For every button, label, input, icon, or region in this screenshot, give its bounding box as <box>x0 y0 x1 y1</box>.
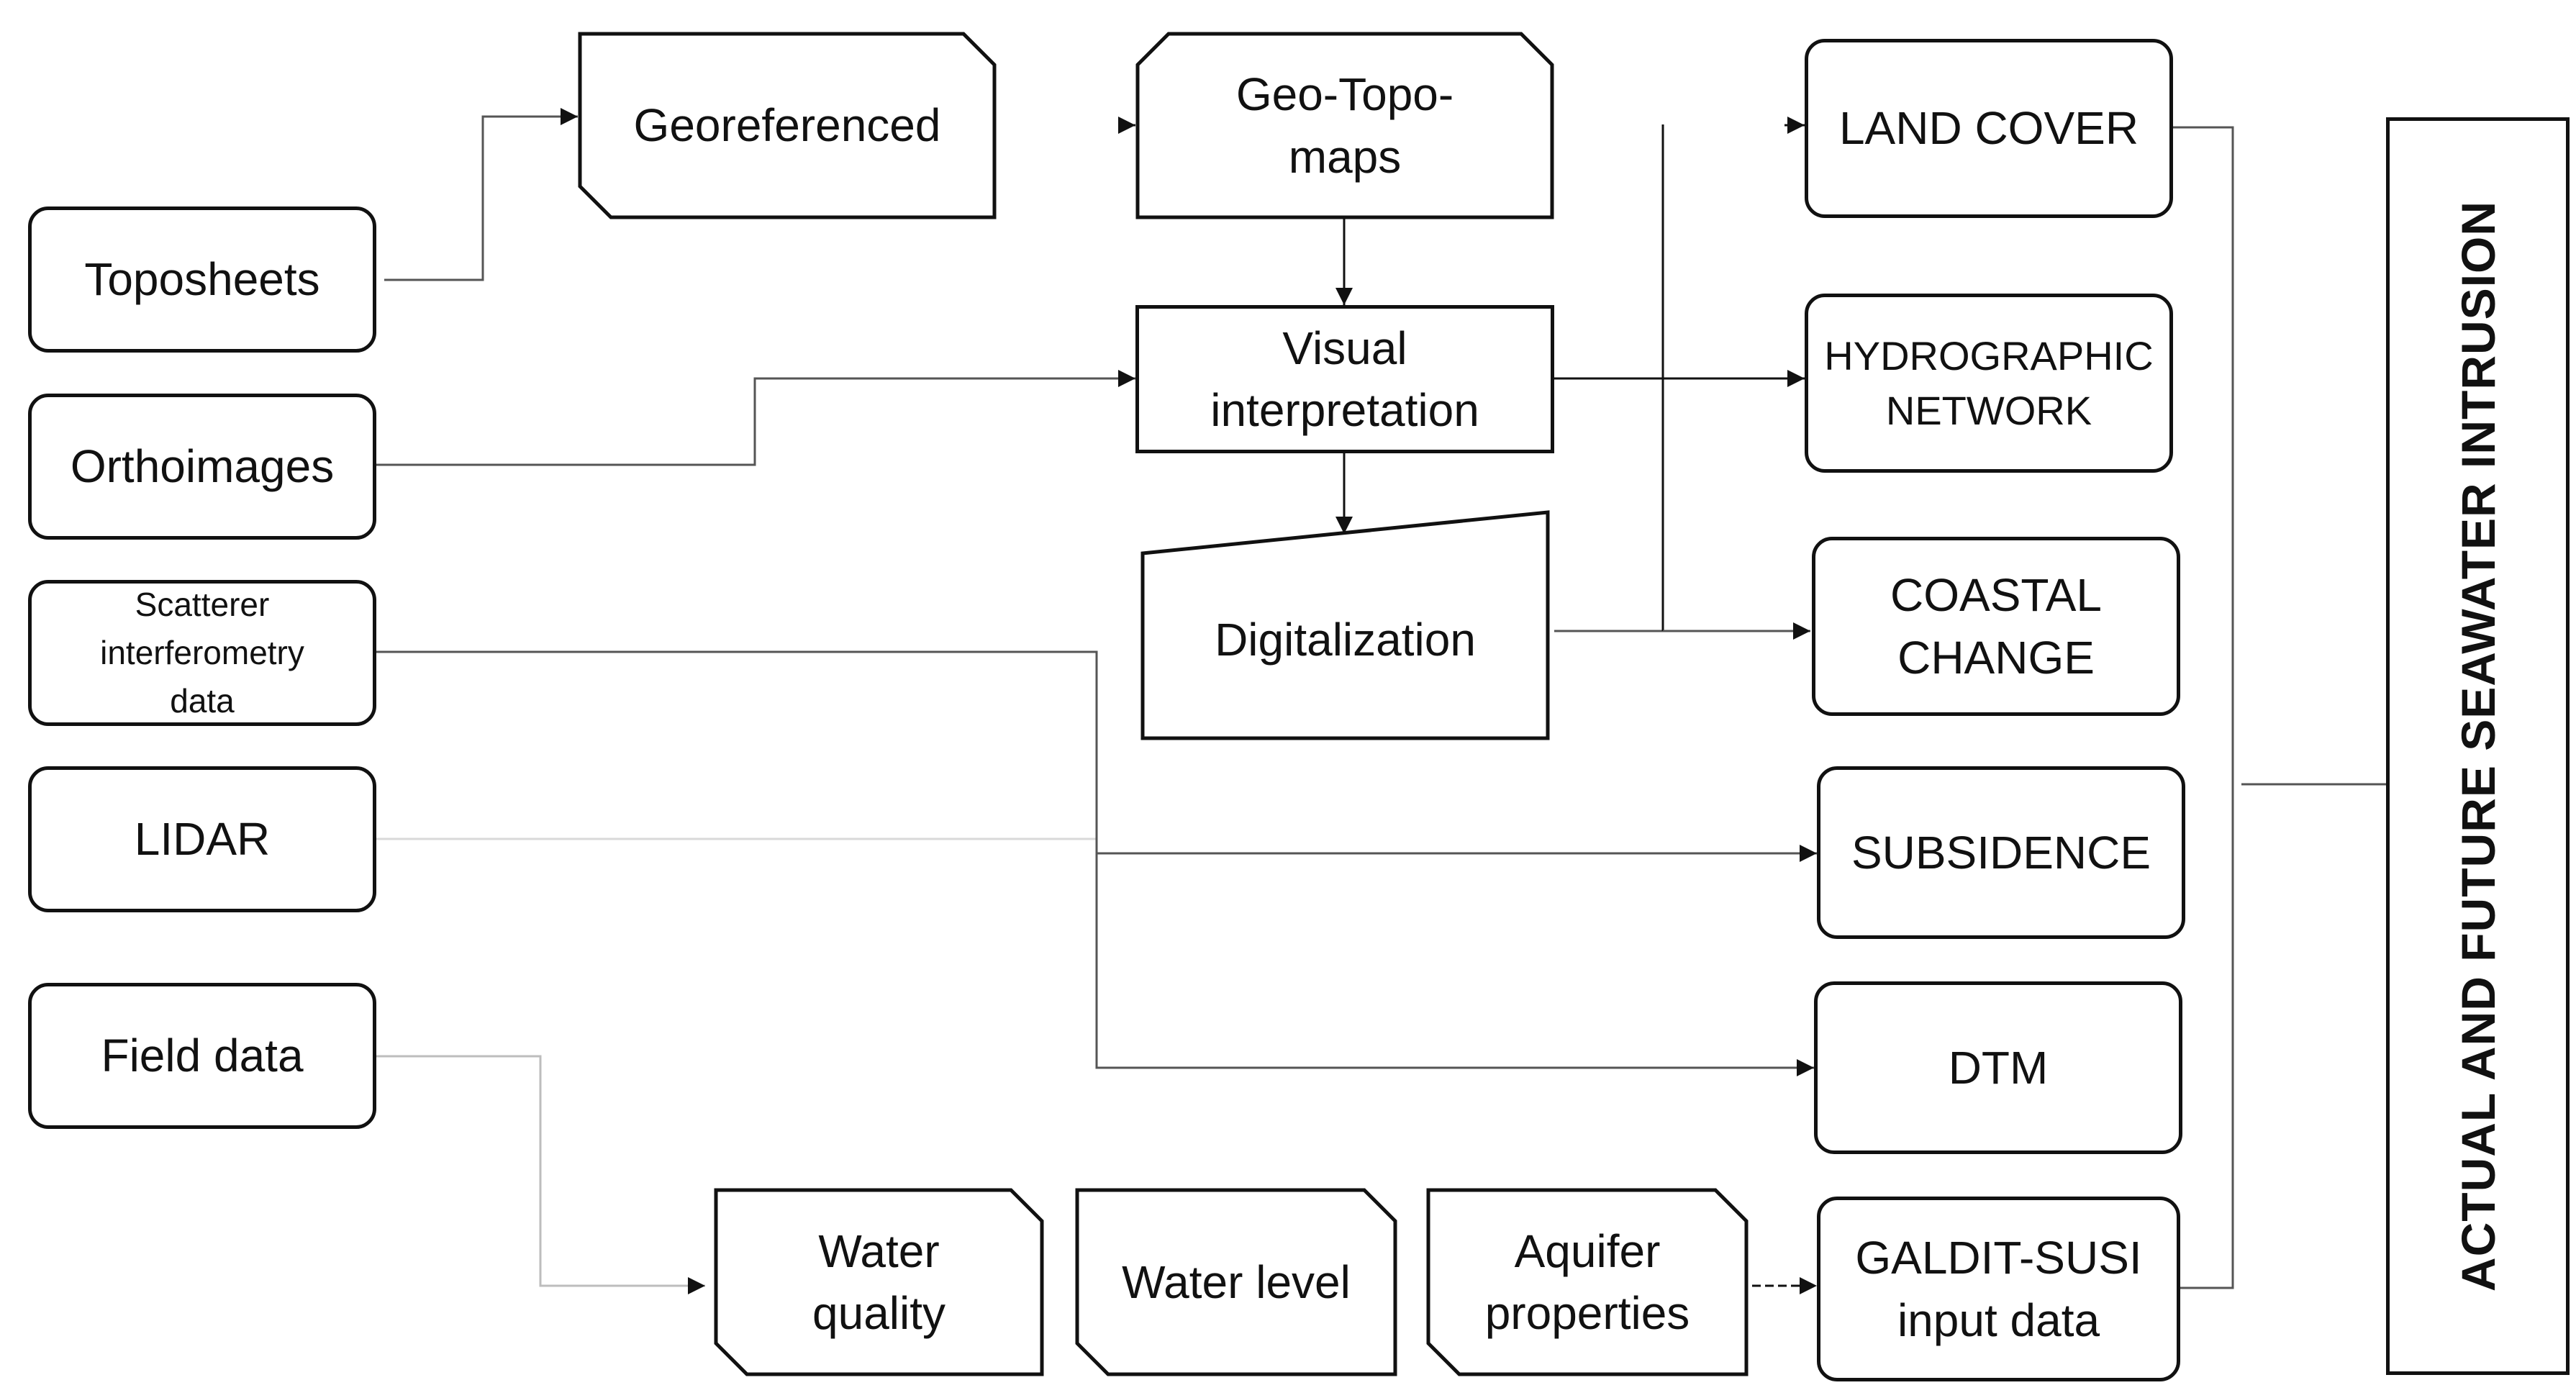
lidar-label: LIDAR <box>134 813 271 866</box>
aquifer-properties-label: Aquifer properties <box>1484 1225 1690 1339</box>
georeferenced-shape <box>578 32 997 219</box>
lidar-box: LIDAR <box>28 766 376 912</box>
dtm-label: DTM <box>1948 1041 2049 1094</box>
toposheets-label: Toposheets <box>84 253 320 306</box>
coastal-change-label: COASTAL CHANGE <box>1890 569 2102 684</box>
digitalization-shape <box>1140 510 1550 740</box>
field-data-box: Field data <box>28 983 376 1129</box>
water-quality-shape <box>714 1188 1044 1376</box>
geo-topo-maps-label: Geo-Topo- maps <box>1235 68 1454 183</box>
field-data-label: Field data <box>101 1030 304 1082</box>
edge-scatterer-dtm <box>376 650 1814 1076</box>
subsidence-label: SUBSIDENCE <box>1851 826 2151 879</box>
galdit-susi-box: GALDIT-SUSI input data <box>1817 1197 2180 1381</box>
digitalization-box: Digitalization <box>1140 510 1550 740</box>
coastal-change-box: COASTAL CHANGE <box>1812 537 2180 716</box>
land-cover-box: LAND COVER <box>1805 39 2173 218</box>
water-level-shape <box>1075 1188 1397 1376</box>
visual-interpretation-box: Visual interpretation <box>1135 305 1554 453</box>
geo-topo-maps-box: Geo-Topo- maps <box>1135 32 1554 219</box>
land-cover-label: LAND COVER <box>1838 102 2139 155</box>
digitalization-label: Digitalization <box>1215 613 1476 666</box>
result-box: ACTUAL AND FUTURE SEAWATER INTRUSION <box>2386 117 2570 1375</box>
hydrographic-network-box: HYDROGRAPHIC NETWORK <box>1805 294 2173 473</box>
edge-orthoimages-visual <box>376 370 1135 466</box>
hydrographic-network-label: HYDROGRAPHIC NETWORK <box>1824 332 2154 433</box>
subsidence-box: SUBSIDENCE <box>1817 766 2185 939</box>
georeferenced-box: Georeferenced <box>578 32 997 219</box>
edge-toposheets-georeferenced <box>384 108 578 281</box>
orthoimages-label: Orthoimages <box>70 440 335 493</box>
water-level-label: Water level <box>1122 1256 1351 1308</box>
water-level-box: Water level <box>1075 1188 1397 1376</box>
edge-landcover-collector <box>2173 126 2234 1289</box>
edge-fielddata-waterquality <box>376 1055 705 1294</box>
visual-interpretation-label: Visual interpretation <box>1210 322 1479 436</box>
scatterer-box: Scatterer interferometry data <box>28 580 376 726</box>
water-quality-label: Water quality <box>812 1225 945 1339</box>
result-label: ACTUAL AND FUTURE SEAWATER INTRUSION <box>2451 200 2505 1292</box>
geo-topo-maps-shape <box>1135 32 1554 219</box>
aquifer-properties-box: Aquifer properties <box>1426 1188 1749 1376</box>
toposheets-box: Toposheets <box>28 206 376 353</box>
galdit-susi-label: GALDIT-SUSI input data <box>1855 1232 2142 1346</box>
scatterer-label: Scatterer interferometry data <box>100 586 304 720</box>
dtm-box: DTM <box>1814 981 2182 1154</box>
orthoimages-box: Orthoimages <box>28 394 376 540</box>
georeferenced-label: Georeferenced <box>633 99 941 152</box>
aquifer-properties-shape <box>1426 1188 1749 1376</box>
water-quality-box: Water quality <box>714 1188 1044 1376</box>
